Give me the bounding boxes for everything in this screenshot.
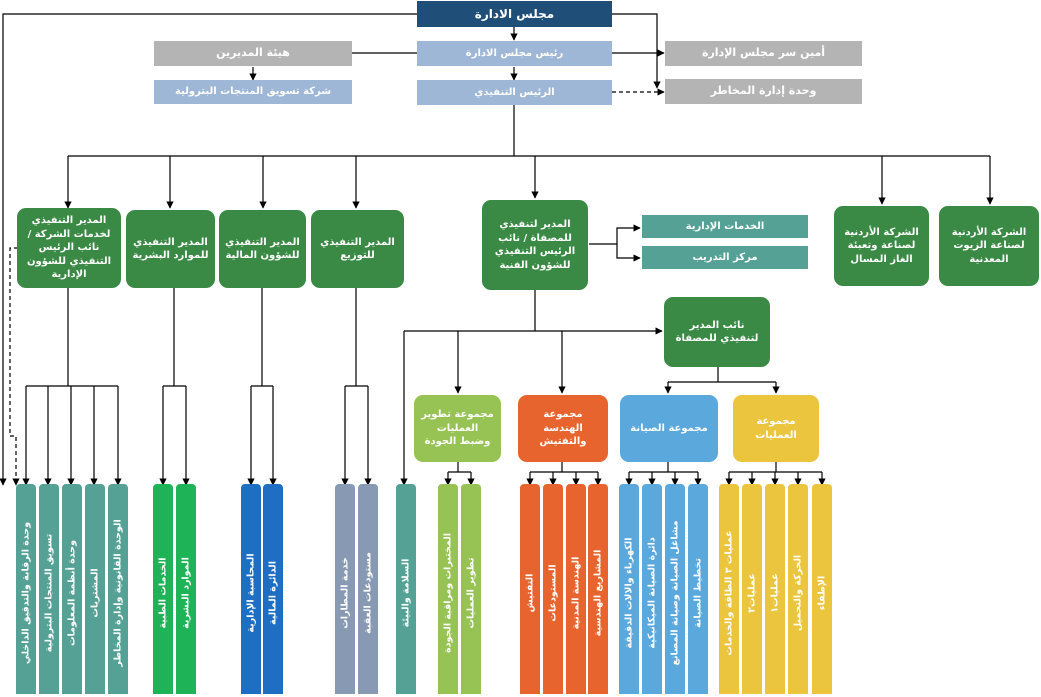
dept-labs-quality: المختبرات ومراقبة الجودة <box>438 484 458 694</box>
dept-information-systems: وحدة أنظمة المعلومات <box>62 484 82 694</box>
exec-refinery-label: المدير لتنفيذي للمصفاة / نائب الرئيس الت… <box>494 219 576 271</box>
group-engineering-box: مجموعة الهندسة والتفتيش <box>518 395 608 462</box>
board-of-directors-box: مجلس الادارة <box>417 1 612 27</box>
board-label: مجلس الادارة <box>474 6 555 21</box>
dept-airport-services: خدمة المطارات <box>335 484 355 694</box>
dept-operations-1: عمليات١ <box>765 484 785 694</box>
ceo-box: الرئيس التنفيذي <box>417 80 612 105</box>
dept-maintenance-workshops: مشاغل الصيانة وصيانة المصانع <box>665 484 685 694</box>
exec-refinery-box: المدير لتنفيذي للمصفاة / نائب الرئيس الت… <box>482 200 588 290</box>
dept-ops-development: تطوير العمليات <box>461 484 481 694</box>
admin-services-box: الخدمات الإدارية <box>642 215 808 238</box>
exec-finance-box: المدير التنفيذي للشؤون المالية <box>219 210 306 288</box>
chairman-label: رئيس مجلس الادارة <box>465 47 564 59</box>
exec-finance-label: المدير التنفيذي للشؤون المالية <box>225 236 300 262</box>
dept-finance: الدائرة المالية <box>263 484 283 694</box>
group-operations-label: مجموعة العمليات <box>755 416 797 441</box>
dept-management-accounting: المحاسبة الإدارية <box>241 484 261 694</box>
dept-electrical-instruments: الكهرباء والالات الدقيقة <box>619 484 639 694</box>
dept-inspection: التفتيش <box>520 484 540 694</box>
training-center-label: مركز التدريب <box>692 251 758 263</box>
ceo-label: الرئيس التنفيذي <box>474 86 555 98</box>
lpg-company-box: الشركة الأردنية لصناعة وتعبئة الغاز المس… <box>834 206 929 286</box>
group-maintenance-label: مجموعة الصيانة <box>630 422 708 434</box>
exec-hr-label: المدير التنفيذي للموارد البشرية <box>132 236 209 262</box>
dept-procurement: المشتريات <box>85 484 105 694</box>
group-operations-box: مجموعة العمليات <box>733 395 819 462</box>
deputy-refinery-box: نائب المدير لتنفيذي للمصفاة <box>664 297 770 367</box>
dept-civil-engineering: الهندسة المدنية <box>566 484 586 694</box>
directors-board-box: هيئة المديرين <box>154 41 352 66</box>
dept-maintenance-planning: تخطيط الصيانة <box>688 484 708 694</box>
marketing-company-box: شركة تسويق المنتجات البترولية <box>154 80 352 104</box>
group-ops-dev-label: مجموعة تطوير العمليات وضبط الجودة <box>421 409 494 448</box>
dept-engineering-projects: المشاريع الهندسية <box>588 484 608 694</box>
group-maintenance-box: مجموعة الصيانة <box>620 395 718 462</box>
exec-hr-box: المدير التنفيذي للموارد البشرية <box>126 210 215 288</box>
dept-movement-loading: الحركة والتحميل <box>788 484 808 694</box>
group-engineering-label: مجموعة الهندسة والتفتيش <box>539 409 587 448</box>
lube-oil-company-label: الشركة الأردنية لصناعة الزيوت المعدنية <box>951 226 1027 265</box>
exec-distribution-box: المدير التنفيذي للتوزيع <box>311 210 404 288</box>
directors-board-label: هيئة المديرين <box>216 46 290 60</box>
group-ops-dev-box: مجموعة تطوير العمليات وضبط الجودة <box>414 395 501 462</box>
dept-operations-2: عمليات٢ <box>742 484 762 694</box>
dept-warehouses: المستودعات <box>543 484 563 694</box>
exec-corporate-label: المدير التنفيذي لخدمات الشركة / نائب الر… <box>26 215 112 281</box>
risk-unit-box: وحدة إدارة المخاطر <box>665 79 862 104</box>
dept-safety-environment: السلامة والبيئة <box>396 484 416 694</box>
chairman-box: رئيس مجلس الادارة <box>417 41 612 66</box>
training-center-box: مركز التدريب <box>642 246 808 269</box>
dept-human-resources: الموارد البشرية <box>176 484 196 694</box>
exec-distribution-label: المدير التنفيذي للتوزيع <box>320 236 395 262</box>
dept-mechanical-maintenance: دائرة الصيانة الميكانيكية <box>642 484 662 694</box>
dept-firefighting: الإطفاء <box>812 484 832 694</box>
risk-unit-label: وحدة إدارة المخاطر <box>710 84 817 98</box>
exec-corporate-services-box: المدير التنفيذي لخدمات الشركة / نائب الر… <box>17 208 121 288</box>
dept-medical-services: الخدمات الطبية <box>153 484 173 694</box>
dept-legal-risk: الوحدة القانونية وإدارة المخاطر <box>108 484 128 694</box>
board-secretary-box: أمين سر مجلس الإدارة <box>665 41 862 66</box>
admin-services-label: الخدمات الإدارية <box>685 220 765 232</box>
deputy-refinery-label: نائب المدير لتنفيذي للمصفاة <box>675 319 759 345</box>
marketing-company-label: شركة تسويق المنتجات البترولية <box>174 86 332 98</box>
board-secretary-label: أمين سر مجلس الإدارة <box>701 46 826 60</box>
dept-petroleum-marketing: تسويق المنتجات البترولية <box>39 484 59 694</box>
lpg-company-label: الشركة الأردنية لصناعة وتعبئة الغاز المس… <box>844 226 919 265</box>
dept-aqaba-depots: مستودعات العقبة <box>358 484 378 694</box>
dept-internal-audit: وحدة الرقابة والتدقيق الداخلي <box>16 484 36 694</box>
lube-oil-company-box: الشركة الأردنية لصناعة الزيوت المعدنية <box>939 206 1039 286</box>
dept-operations-3: عمليات ٣ الطاقة والخدمات <box>719 484 739 694</box>
